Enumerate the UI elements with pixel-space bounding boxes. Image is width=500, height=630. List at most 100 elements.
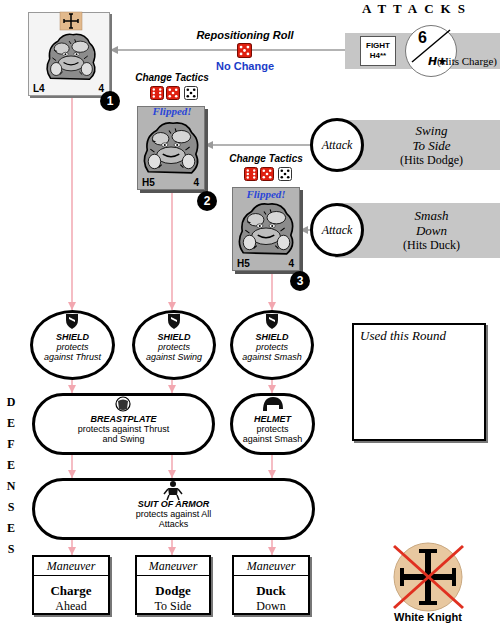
node-text: Down xyxy=(256,599,285,614)
node-body: Used this Round xyxy=(354,325,484,439)
node-text: H5 xyxy=(237,258,250,269)
die xyxy=(261,168,274,181)
defense-band: BREASTPLATEprotects against Thrust and S… xyxy=(32,393,215,455)
node-text: protects against Thrust xyxy=(42,342,104,362)
arrow-head xyxy=(168,302,176,310)
node-text: SHIELD xyxy=(157,332,190,342)
node-text: Attack xyxy=(322,223,353,238)
roll-label: Change Tactics xyxy=(122,72,222,83)
arrow-head xyxy=(268,385,276,393)
attack-circle: Attack xyxy=(310,203,364,257)
node-text: FIGHT xyxy=(366,41,390,51)
shield-icon xyxy=(266,314,278,329)
breastplate-icon xyxy=(116,397,130,411)
troll-figure xyxy=(47,34,95,79)
node-body: (Hits Charge) xyxy=(345,33,500,69)
connector-line xyxy=(110,49,345,51)
knight-icon xyxy=(60,12,82,30)
arrow-head xyxy=(168,470,176,478)
node-text: Swing xyxy=(416,123,448,138)
connector xyxy=(68,540,76,555)
node-body: L44 xyxy=(29,13,109,95)
troll-figure xyxy=(239,204,292,254)
node-body: H54 xyxy=(138,107,204,189)
die xyxy=(245,168,258,181)
node-body: Attack xyxy=(313,206,361,254)
node-text: Smash xyxy=(415,208,449,223)
node-body: SHIELDprotects against Swing xyxy=(135,313,213,377)
node-text: SHIELD xyxy=(255,332,288,342)
connector xyxy=(168,380,176,393)
roll-result: Flipped! xyxy=(236,188,296,200)
connector xyxy=(110,46,345,54)
node-body: H5 4 xyxy=(233,188,299,270)
arrow-head xyxy=(168,385,176,393)
node-text: protects against Thrust and Swing xyxy=(74,424,174,444)
attack-band: SwingTo Side(Hits Dodge)Attack xyxy=(335,120,500,170)
node-body: BREASTPLATEprotects against Thrust and S… xyxy=(35,396,212,452)
node-text: Maneuver xyxy=(234,557,308,576)
attack-band: SmashDown(Hits Duck)Attack xyxy=(335,203,500,258)
damage-circle: 6H★ xyxy=(405,25,457,77)
shield-icon xyxy=(66,314,78,329)
callout-number: 1 xyxy=(100,91,120,111)
connector xyxy=(268,540,276,555)
node-body: Attack xyxy=(313,121,361,169)
arrow-head xyxy=(268,470,276,478)
arrow-head xyxy=(268,302,276,310)
connector xyxy=(168,190,176,310)
connector xyxy=(268,380,276,393)
node-body: 6H★ xyxy=(406,26,456,76)
node-text: protects against Smash xyxy=(242,424,304,444)
arrow-head xyxy=(168,547,176,555)
node-body: SHIELDprotects against Smash xyxy=(233,313,311,377)
node-text: Ahead xyxy=(55,599,86,614)
node-text: H4** xyxy=(370,51,386,61)
roll-result: No Change xyxy=(205,60,285,72)
node-text: 4 xyxy=(193,177,199,188)
defense-band: HELMETprotects against Smash xyxy=(230,393,315,455)
roll-label: Repositioning Roll xyxy=(185,29,305,41)
node-text: Attack xyxy=(322,138,353,153)
defense-oval: SHIELDprotects against Smash xyxy=(230,310,314,380)
arrow-head xyxy=(268,547,276,555)
die xyxy=(238,44,252,58)
connector xyxy=(268,455,276,478)
attack-circle: Attack xyxy=(310,118,364,172)
node-body: ManeuverDodgeTo Side xyxy=(137,557,209,613)
node-text: SHIELD xyxy=(56,332,89,342)
node-text: To Side xyxy=(412,138,450,153)
die xyxy=(279,168,292,181)
character-card: H54 xyxy=(137,106,205,190)
node-body: SmashDown(Hits Duck) xyxy=(363,203,500,258)
node-text: Down xyxy=(416,223,447,238)
die xyxy=(185,87,198,100)
connector xyxy=(68,455,76,478)
connector-line xyxy=(71,96,73,310)
node-text: protects against All Attacks xyxy=(134,509,214,529)
shield-icon xyxy=(168,314,180,329)
used-box: Used this Round xyxy=(352,323,486,441)
node-text: 6 xyxy=(418,29,427,47)
callout-number: 2 xyxy=(197,191,217,211)
node-text: Used this Round xyxy=(360,328,446,344)
node-text: (Hits Dodge) xyxy=(400,153,463,168)
section-heading: ATTACKS xyxy=(362,1,500,17)
node-text: protects against Smash xyxy=(241,342,303,362)
node-text: Charge xyxy=(50,583,91,599)
node-body: SUIT OF ARMORprotects against All Attack… xyxy=(35,481,312,537)
node-text: 4 xyxy=(288,258,294,269)
arrow-head xyxy=(68,385,76,393)
white-knight-token xyxy=(394,543,463,611)
connector xyxy=(68,380,76,393)
connector xyxy=(68,96,76,310)
maneuver-box: ManeuverDodgeTo Side xyxy=(135,555,211,615)
connector-line xyxy=(171,190,173,310)
fight-box: FIGHTH4** xyxy=(360,36,396,66)
arrow-head xyxy=(205,141,213,149)
maneuver-box: ManeuverDuckDown xyxy=(232,555,310,615)
connector xyxy=(168,455,176,478)
